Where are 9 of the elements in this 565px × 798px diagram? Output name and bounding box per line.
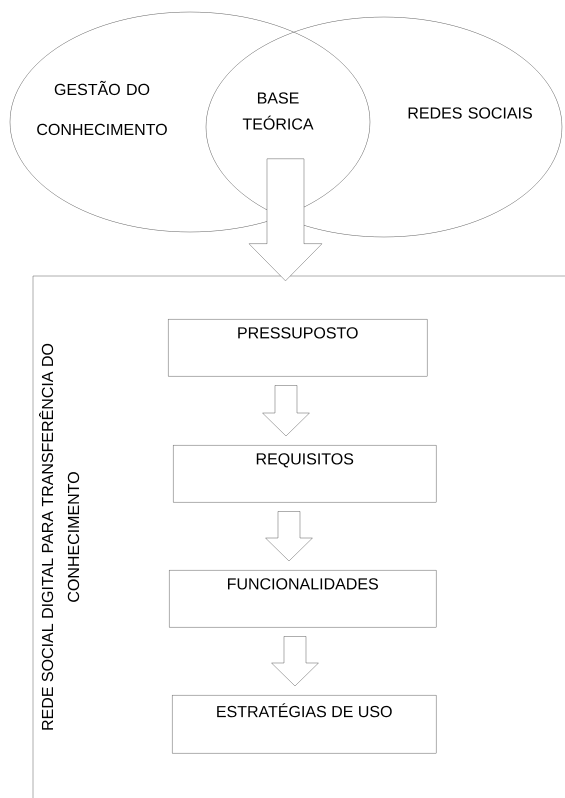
process-box: ESTRATÉGIAS DE USO <box>172 695 436 754</box>
block-arrow <box>248 158 322 281</box>
block-arrow <box>265 511 313 562</box>
process-box: REQUISITOS <box>173 445 436 502</box>
block-arrow <box>262 385 310 436</box>
block-arrow <box>271 636 319 686</box>
process-box: PRESSUPOSTO <box>168 319 428 376</box>
process-box: FUNCIONALIDADES <box>169 570 436 628</box>
bare-text: BASE TEÓRICA <box>242 92 314 130</box>
